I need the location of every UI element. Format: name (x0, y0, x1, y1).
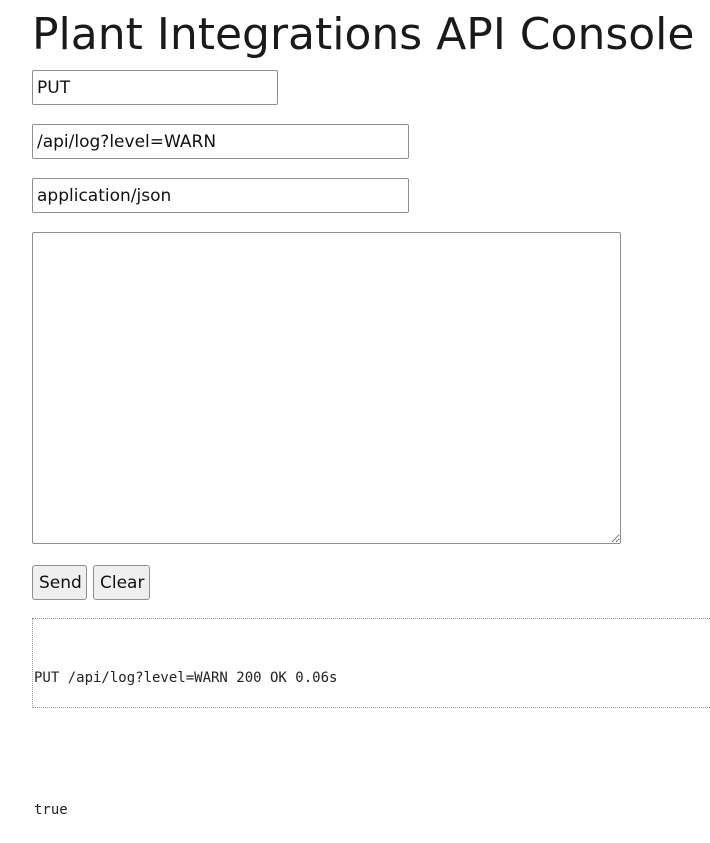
response-spacer (34, 733, 710, 755)
clear-button[interactable]: Clear (93, 565, 150, 600)
method-input[interactable] (32, 70, 278, 105)
url-input[interactable] (32, 124, 409, 159)
request-body-textarea[interactable] (32, 232, 621, 544)
content-type-input[interactable] (32, 178, 409, 213)
page-title: Plant Integrations API Console (32, 9, 695, 60)
response-output: PUT /api/log?level=WARN 200 OK 0.06s tru… (32, 618, 710, 818)
send-button[interactable]: Send (32, 565, 87, 600)
response-status-line: PUT /api/log?level=WARN 200 OK 0.06s (34, 670, 338, 686)
response-body-text: true (34, 802, 68, 818)
